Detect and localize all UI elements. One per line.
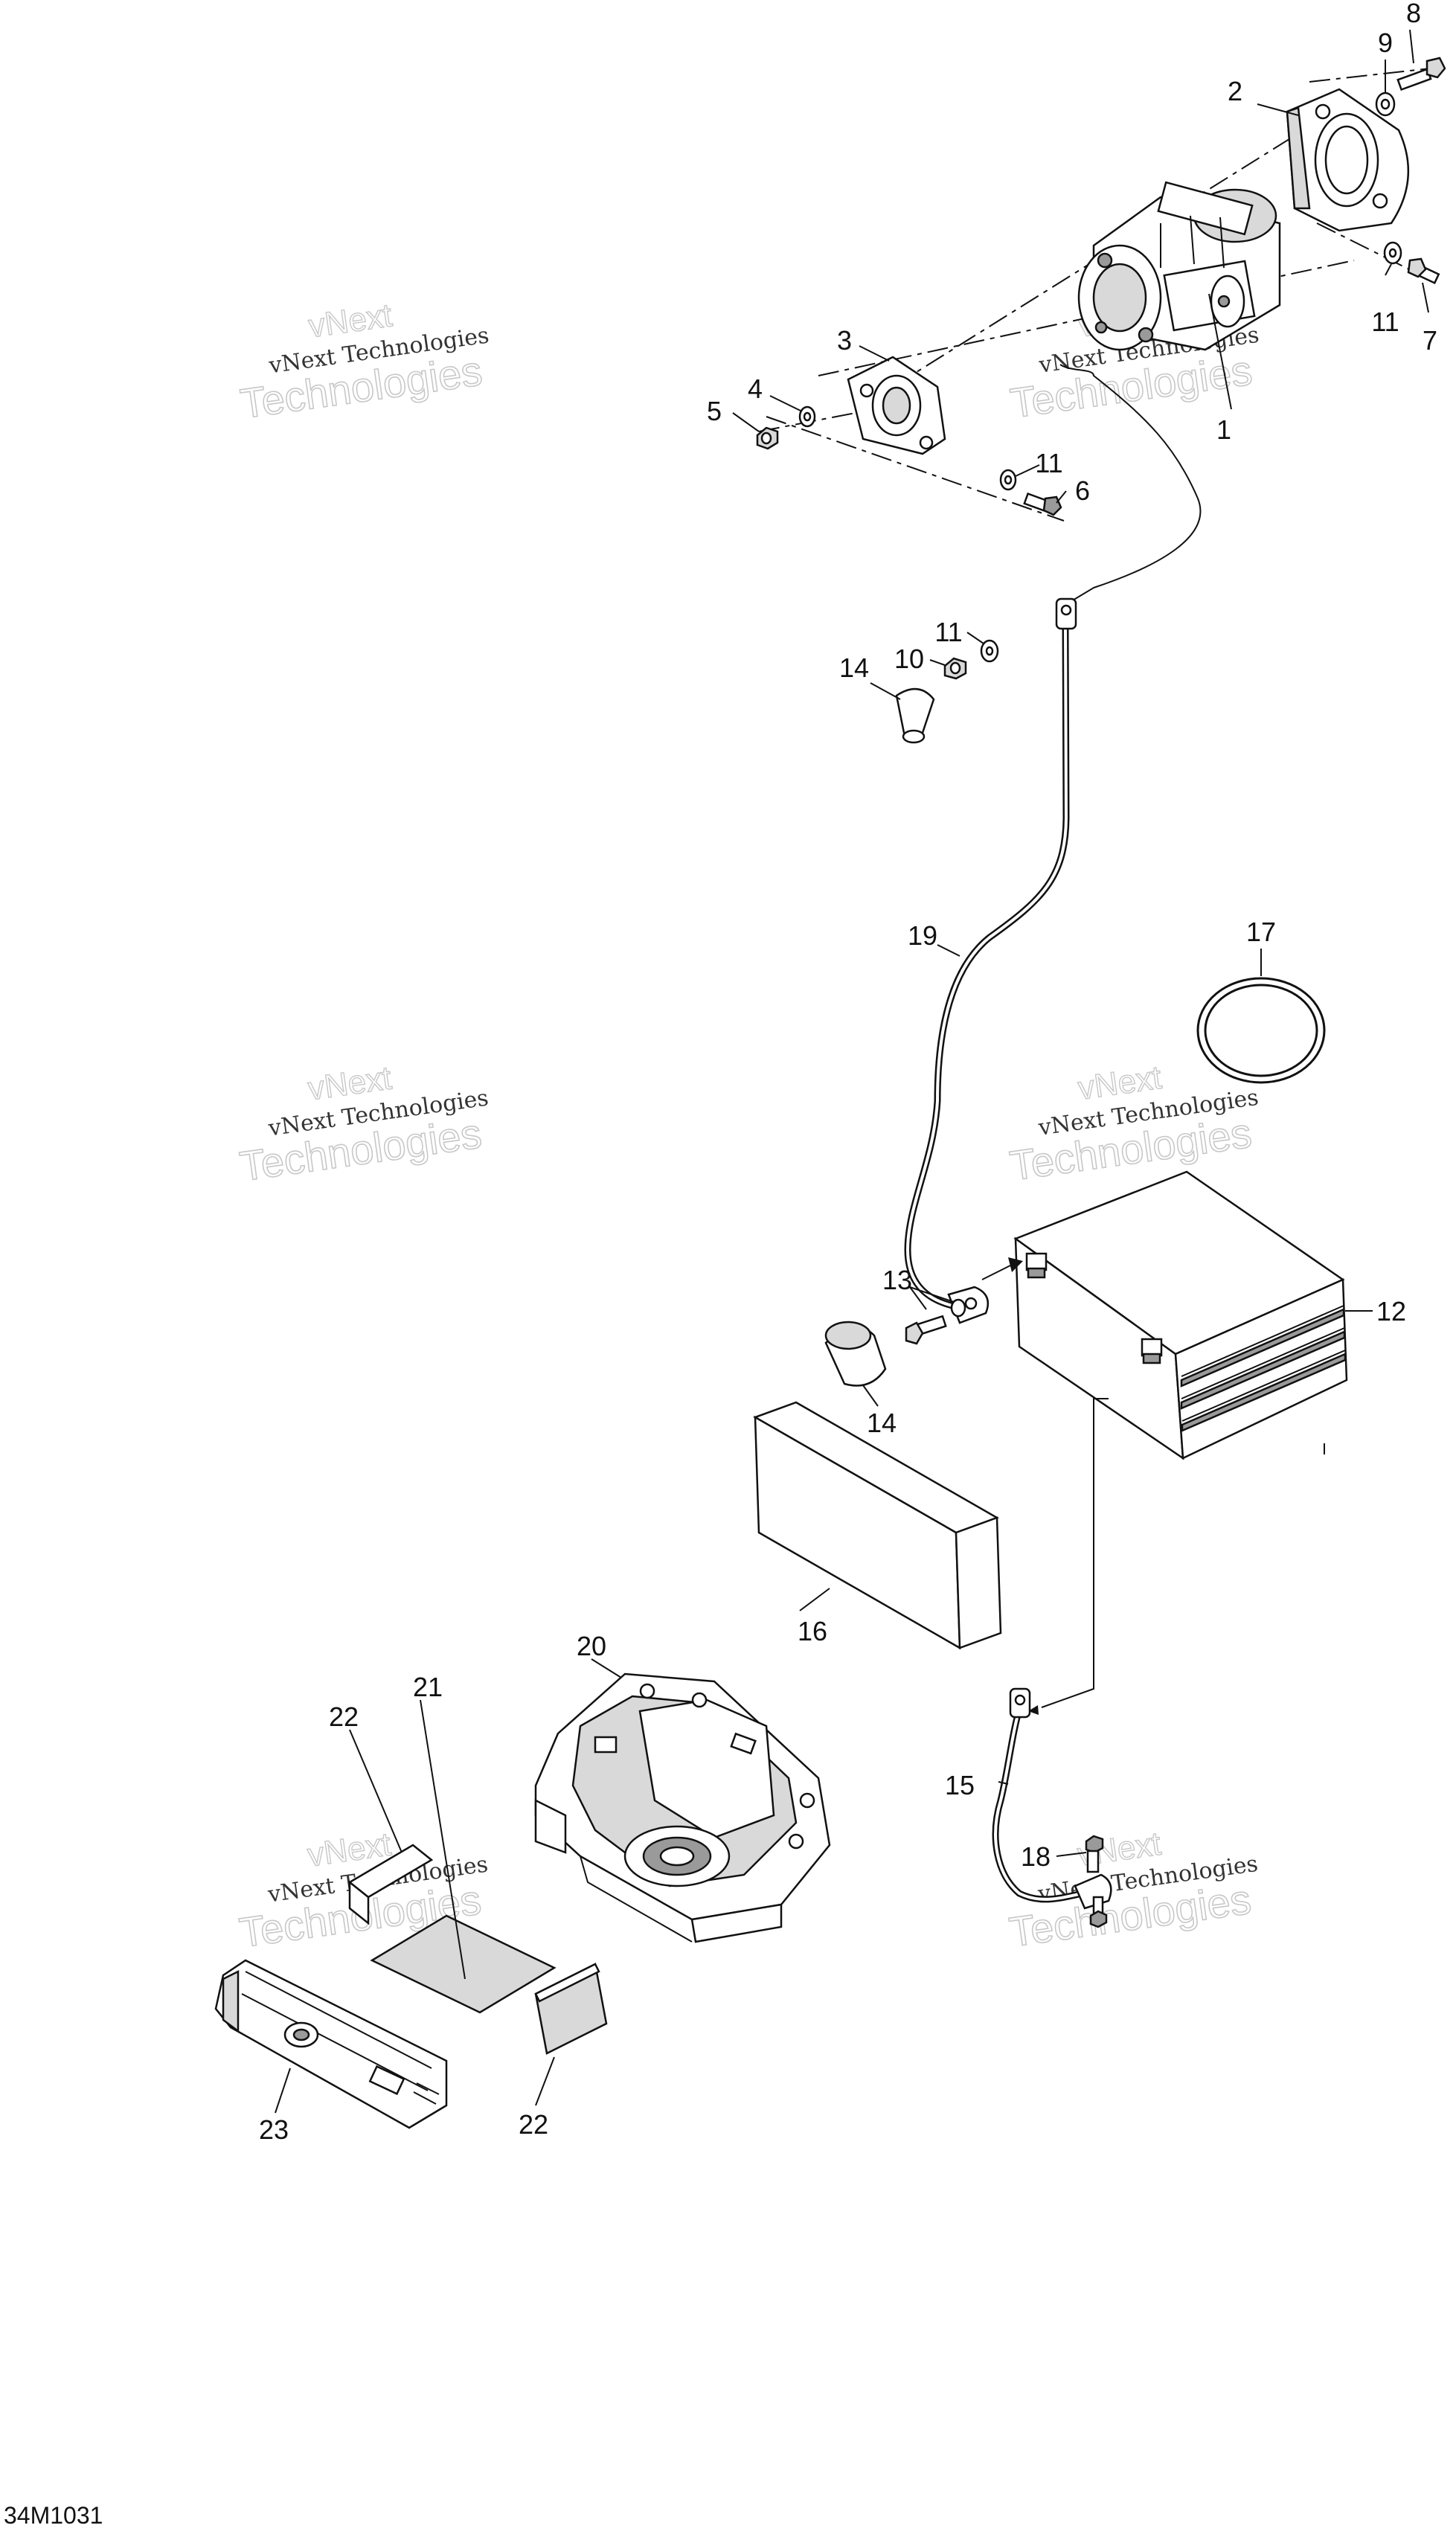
callout-11-upper-right: 11 (1371, 307, 1399, 337)
callout-7: 7 (1423, 325, 1437, 356)
foam-pad-16 (753, 1401, 1002, 1650)
bolt-6 (1023, 492, 1062, 516)
pad-22-lower (534, 1963, 608, 2055)
callout-13: 13 (882, 1265, 912, 1295)
callout-5: 5 (707, 396, 722, 426)
callout-12: 12 (1376, 1296, 1406, 1327)
callout-4: 4 (748, 373, 763, 404)
watermark-bottom-right: vNext vNext Technologies Technologies (1006, 1825, 1260, 1956)
washer-11-upper-right (1383, 241, 1402, 265)
o-ring-17 (1196, 977, 1326, 1084)
callout-3: 3 (837, 325, 852, 356)
bracket-3 (847, 356, 946, 455)
figure-code: 34M1031 (4, 2502, 103, 2529)
callout-11-lower: 11 (934, 617, 962, 647)
callout-9: 9 (1378, 28, 1393, 58)
callout-labels: 2 8 9 11 7 1 3 4 5 11 6 11 10 14 19 17 1… (259, 0, 1437, 2145)
callout-22-upper: 22 (329, 1701, 359, 1732)
callout-1: 1 (1216, 414, 1231, 445)
bolt-8 (1396, 57, 1446, 92)
bolt-13 (905, 1298, 966, 1345)
washer-11-mid (999, 469, 1017, 491)
callout-2: 2 (1228, 76, 1242, 106)
nut-10 (943, 657, 967, 680)
screw-18 (1085, 1835, 1108, 1928)
callout-14-upper: 14 (839, 652, 869, 683)
battery-12 (981, 1170, 1348, 1460)
callout-15: 15 (945, 1770, 975, 1800)
callout-6: 6 (1075, 475, 1090, 506)
callout-8: 8 (1406, 0, 1421, 28)
washer-4 (798, 405, 816, 428)
callout-20: 20 (577, 1631, 606, 1661)
washer-11-lower (980, 639, 999, 663)
callout-10: 10 (894, 644, 924, 674)
bracket-2 (1286, 88, 1410, 232)
battery-tray-20 (534, 1672, 831, 1943)
cover-23 (214, 1959, 448, 2129)
washer-9 (1375, 92, 1396, 117)
leader-lines (275, 29, 1429, 2114)
callout-21: 21 (413, 1672, 443, 1702)
callout-11-mid: 11 (1035, 448, 1062, 478)
watermark-mid-left: vNext vNext Technologies Technologies (237, 1059, 490, 1190)
cable-15 (992, 1398, 1112, 1910)
callout-18: 18 (1021, 1841, 1051, 1872)
watermark-top-left: vNext vNext Technologies Technologies (237, 297, 490, 428)
callout-17: 17 (1246, 917, 1276, 947)
boot-14-middle (824, 1321, 887, 1387)
assembly-axis-bolt6 (766, 416, 1065, 522)
boot-14-upper (895, 688, 935, 744)
callout-16: 16 (798, 1616, 827, 1646)
callout-22-lower: 22 (519, 2109, 548, 2140)
assembly-axis-bolt8 (1309, 66, 1444, 83)
pad-22-upper (347, 1844, 434, 1925)
nut-5 (756, 426, 779, 450)
bolt-7 (1407, 257, 1440, 285)
callout-23: 23 (259, 2114, 289, 2145)
callout-14-middle: 14 (867, 1408, 897, 1438)
cable-19 (904, 364, 1202, 1324)
callout-19: 19 (908, 920, 937, 951)
